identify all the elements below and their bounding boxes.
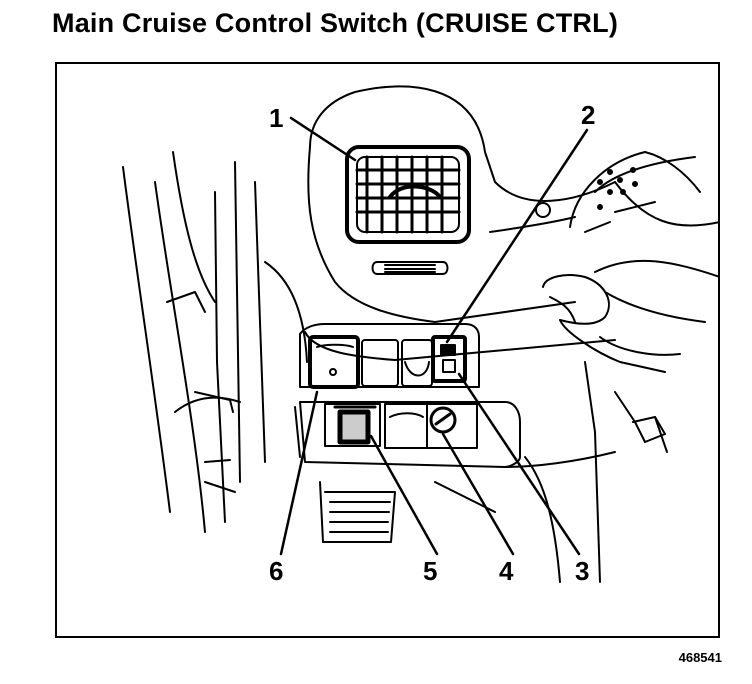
- page-title: Main Cruise Control Switch (CRUISE CTRL): [52, 8, 619, 38]
- speedometer: [569, 151, 701, 233]
- callout-6: 6: [269, 556, 283, 586]
- callout-3: 3: [575, 556, 589, 586]
- callout-4: 4: [499, 556, 514, 586]
- callout-1: 1: [269, 103, 283, 133]
- callout-5: 5: [423, 556, 437, 586]
- leader-2: [445, 128, 589, 344]
- lower-switch-panel: [294, 361, 668, 583]
- leader-lines: [279, 116, 589, 556]
- figure-frame: [55, 62, 720, 638]
- driver-hand: [542, 274, 706, 373]
- pedal-area: [319, 456, 561, 583]
- leader-3: [457, 372, 581, 556]
- leader-6: [279, 390, 319, 556]
- figure-id: 468541: [678, 650, 722, 665]
- air-vent: [345, 145, 471, 275]
- leader-5: [369, 434, 439, 556]
- dashboard-illustration: 1 2 3 4 5 6: [122, 85, 720, 586]
- a-pillar: [122, 151, 308, 533]
- leader-1: [289, 116, 357, 162]
- callout-2: 2: [581, 100, 595, 130]
- leader-4: [441, 432, 515, 556]
